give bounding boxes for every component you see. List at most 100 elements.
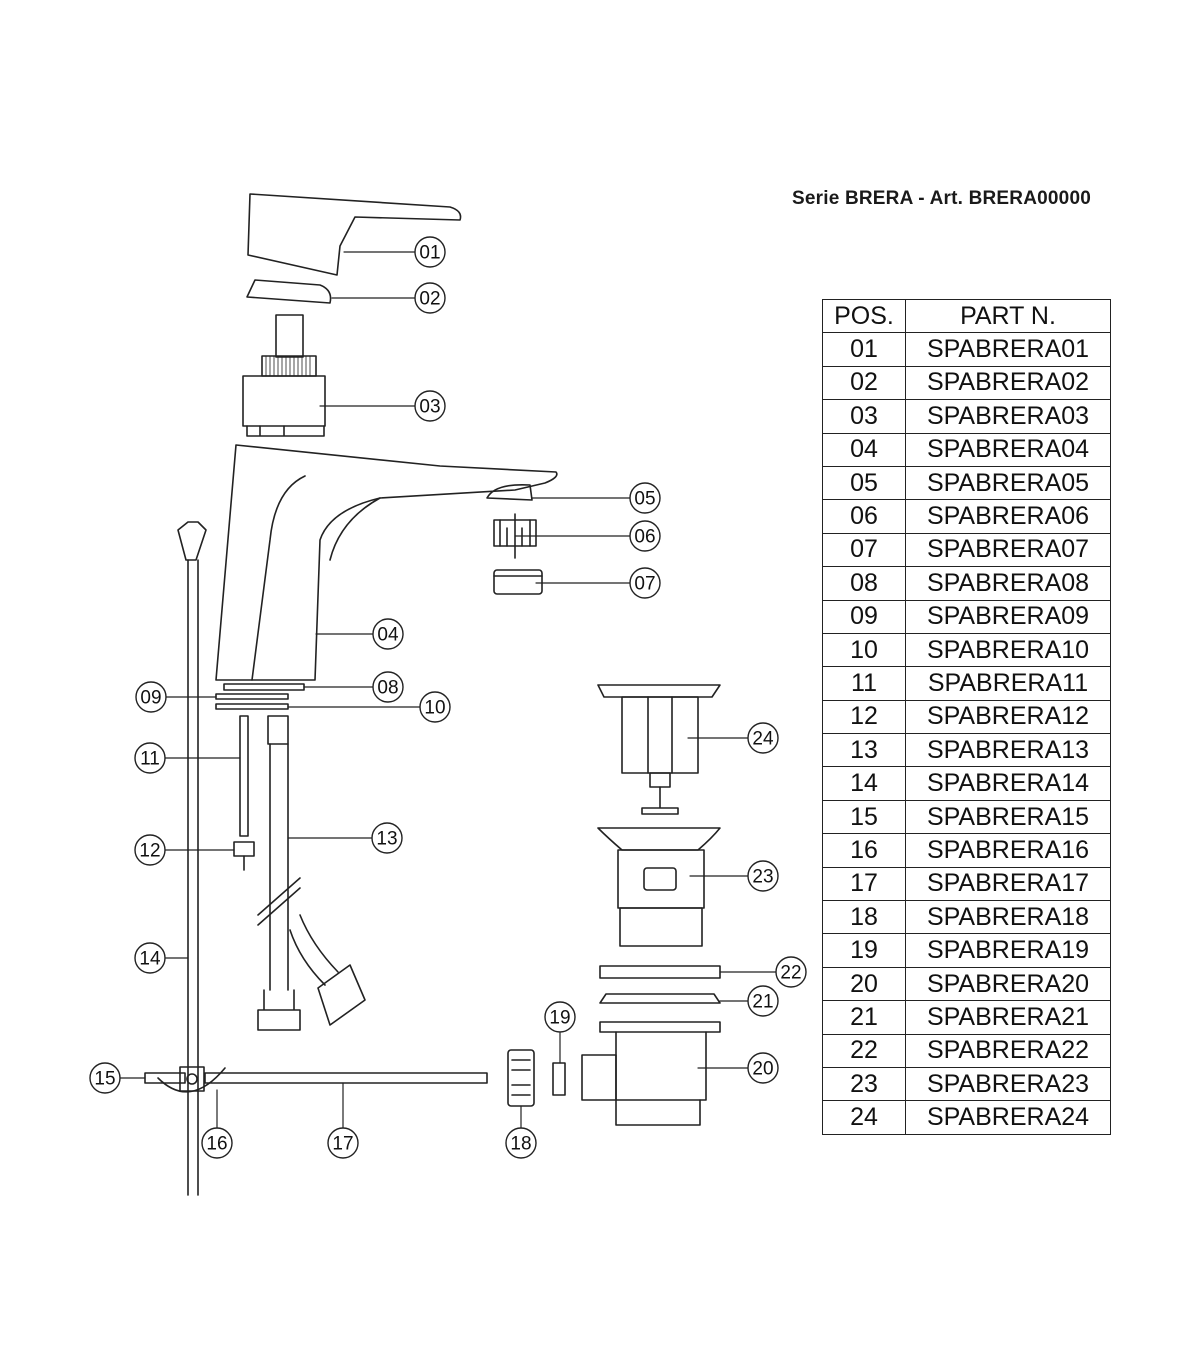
callout-17: 17 xyxy=(327,1127,359,1159)
callout-circle xyxy=(544,1001,576,1033)
part-12-nut xyxy=(233,841,255,871)
part-number-cell: SPABRERA15 xyxy=(905,799,1111,835)
table-header-pos: POS. xyxy=(822,298,906,334)
callout-label: 02 xyxy=(419,289,440,310)
part-23-flange xyxy=(597,827,721,947)
pos-cell: 09 xyxy=(822,599,906,634)
pos-cell: 23 xyxy=(822,1066,906,1102)
callout-circle xyxy=(629,520,661,552)
pos-cell: 22 xyxy=(822,1033,906,1068)
part-24-plug xyxy=(597,684,721,815)
callout-01: 01 xyxy=(414,236,446,268)
part-number-cell: SPABRERA11 xyxy=(905,666,1111,701)
part-02-cap xyxy=(246,279,332,304)
part-number-cell: SPABRERA07 xyxy=(905,532,1111,568)
pos-cell: 06 xyxy=(822,499,906,534)
callout-label: 06 xyxy=(634,527,655,548)
callout-label: 23 xyxy=(752,867,773,888)
callout-label: 16 xyxy=(206,1134,227,1155)
callout-circle xyxy=(747,1052,779,1084)
callout-label: 07 xyxy=(634,574,655,595)
callout-circle xyxy=(775,956,807,988)
callout-circle xyxy=(414,236,446,268)
part-15-horizontal-rod xyxy=(204,1072,488,1084)
part-06-aerator-insert xyxy=(493,513,537,559)
callout-circle xyxy=(201,1127,233,1159)
callout-02: 02 xyxy=(414,282,446,314)
callout-label: 17 xyxy=(332,1134,353,1155)
callout-21: 21 xyxy=(747,985,779,1017)
part-19-seal xyxy=(552,1062,566,1096)
callout-label: 18 xyxy=(510,1134,531,1155)
callout-label: 21 xyxy=(752,992,773,1013)
callout-label: 01 xyxy=(419,243,440,264)
callout-15: 15 xyxy=(89,1062,121,1094)
pos-cell: 12 xyxy=(822,699,906,735)
callout-04: 04 xyxy=(372,618,404,650)
part-number-cell: SPABRERA09 xyxy=(905,599,1111,634)
part-number-cell: SPABRERA06 xyxy=(905,499,1111,534)
table-header-row: POS. PART N. xyxy=(822,298,1111,334)
part-number-cell: SPABRERA23 xyxy=(905,1066,1111,1102)
part-08-washer xyxy=(223,683,305,691)
pos-cell: 15 xyxy=(822,799,906,835)
callout-09: 09 xyxy=(135,681,167,713)
callout-circle xyxy=(414,390,446,422)
part-number-cell: SPABRERA14 xyxy=(905,766,1111,801)
callout-03: 03 xyxy=(414,390,446,422)
pos-cell: 24 xyxy=(822,1100,906,1135)
callout-circle xyxy=(134,834,166,866)
callout-20: 20 xyxy=(747,1052,779,1084)
callout-24: 24 xyxy=(747,722,779,754)
part-09-gasket xyxy=(215,693,289,700)
callout-13: 13 xyxy=(371,822,403,854)
callout-circle xyxy=(135,681,167,713)
callout-circle xyxy=(134,742,166,774)
callout-circle xyxy=(327,1127,359,1159)
part-03-cartridge xyxy=(242,314,326,437)
part-number-cell: SPABRERA17 xyxy=(905,866,1111,902)
callout-10: 10 xyxy=(419,691,451,723)
callout-11: 11 xyxy=(134,742,166,774)
part-number-cell: SPABRERA21 xyxy=(905,1000,1111,1035)
callout-label: 20 xyxy=(752,1059,773,1080)
callout-label: 19 xyxy=(549,1008,570,1029)
callout-14: 14 xyxy=(134,942,166,974)
callout-circle xyxy=(747,722,779,754)
pos-cell: 14 xyxy=(822,766,906,801)
pos-cell: 18 xyxy=(822,900,906,935)
callout-label: 11 xyxy=(140,749,160,770)
callout-label: 24 xyxy=(752,729,774,750)
callout-label: 03 xyxy=(419,397,440,418)
part-11-threaded-rod xyxy=(239,715,249,837)
callout-circle xyxy=(629,567,661,599)
pos-cell: 01 xyxy=(822,332,906,367)
part-number-cell: SPABRERA03 xyxy=(905,399,1111,434)
part-01-lever-handle xyxy=(247,193,462,276)
callout-circle xyxy=(89,1062,121,1094)
callout-22: 22 xyxy=(775,956,807,988)
callout-circle xyxy=(747,985,779,1017)
callout-label: 22 xyxy=(780,963,801,984)
pos-cell: 07 xyxy=(822,532,906,568)
pos-cell: 16 xyxy=(822,833,906,868)
callout-circle xyxy=(372,671,404,703)
callout-circle xyxy=(371,822,403,854)
part-number-cell: SPABRERA10 xyxy=(905,632,1111,668)
callout-label: 15 xyxy=(94,1069,115,1090)
callout-circle xyxy=(414,282,446,314)
part-21-gasket xyxy=(599,993,721,1004)
part-10-gasket xyxy=(215,703,289,710)
